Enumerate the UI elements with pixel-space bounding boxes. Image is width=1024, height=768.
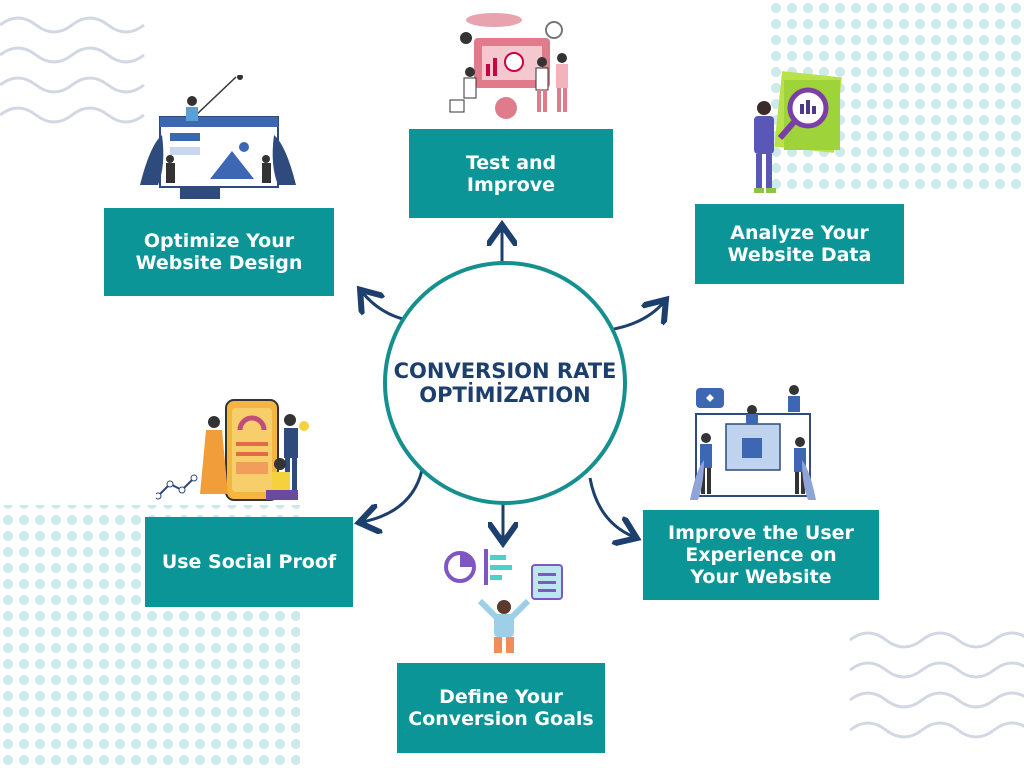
person-juggling-charts-illustration [444,549,563,653]
wave-pattern-bottom-right [849,631,1024,739]
arrow-to-social [362,469,424,522]
mobile-dashboard-team-illustration [156,399,309,501]
web-design-builders-illustration [140,75,296,199]
social-media-like-illustration [690,385,816,500]
diagram-title: CONVERSION RATE OPTİMİZATION [393,359,617,407]
step-use-social-proof: Use Social Proof [145,517,353,607]
step-define-conversion-goals: Define Your Conversion Goals [397,663,605,753]
step-optimize-website-design: Optimize Your Website Design [104,208,334,296]
person-magnifier-report-illustration [754,71,842,193]
wave-pattern-top-left [0,16,145,124]
team-analytics-dashboard-illustration [449,13,568,119]
step-improve-user-experience: Improve the User Experience on Your Webs… [643,510,879,600]
step-analyze-website-data: Analyze Your Website Data [695,204,904,284]
arrow-to-improve-ux [588,477,634,537]
step-test-and-improve: Test and Improve [409,129,613,218]
center-circle: CONVERSION RATE OPTİMİZATION [383,261,627,505]
